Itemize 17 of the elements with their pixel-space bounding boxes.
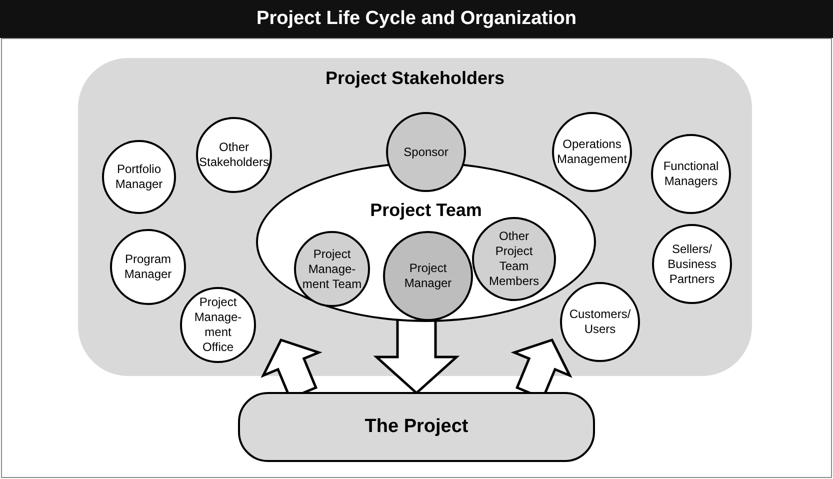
stakeholder-circle: Other Stakeholders (196, 117, 272, 193)
stakeholders-panel (78, 58, 752, 376)
stakeholder-circle: Sponsor (386, 112, 466, 192)
box-label: The Project (364, 416, 468, 438)
stakeholder-circle: Portfolio Manager (102, 140, 176, 214)
panel-heading: Project Stakeholders (325, 68, 505, 89)
project-box (238, 392, 595, 462)
stakeholder-circle: Other Project Team Members (472, 217, 556, 301)
stakeholder-circle: Customers/ Users (560, 282, 640, 362)
stakeholder-circle: Program Manager (110, 229, 186, 305)
title-bar: Project Life Cycle and Organization (0, 0, 833, 38)
stakeholder-circle: Project Manage-ment Office (180, 287, 256, 363)
stakeholder-circle: Functional Managers (651, 134, 731, 214)
stakeholder-circle: Project Manager (383, 231, 473, 321)
stakeholder-circle: Operations Management (552, 112, 632, 192)
stakeholder-circle: Project Manage-ment Team (294, 231, 370, 307)
stakeholder-circle: Sellers/ Business Partners (652, 224, 732, 304)
